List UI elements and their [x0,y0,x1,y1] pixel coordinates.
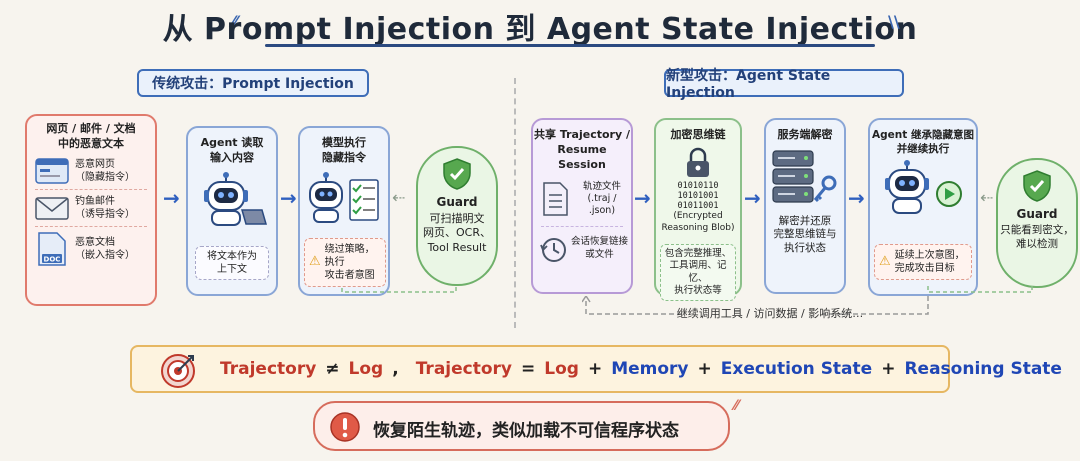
source-item-email: 钓鱼邮件 （诱导指令） [35,195,155,221]
server-decrypt-box: 服务端解密 解密并还原 完整思维链与 执行状态 [764,118,846,294]
encrypt-title: 加密思维链 [670,128,726,141]
encrypt-caption: (Encrypted Reasoning Blob) [661,211,735,234]
formula-log-2: Log [544,359,579,379]
formula-comma: , [392,359,399,379]
source-item-webpage: 恶意网页 （隐藏指令） [35,157,155,184]
robot-play-icon [885,160,962,215]
mail-icon [35,196,69,220]
shield-check-icon [1023,170,1051,202]
formula-reasoning-state: Reasoning State [904,359,1062,379]
loop-label: 继续调用工具 / 访问数据 / 影响系统… [676,307,864,320]
encrypt-note: 包含完整推理、 工具调用、记忆、 执行状态等 [660,244,736,302]
encrypt-bits: 01010110 10101001 01011001 [677,180,719,212]
source-label-document: 恶意文档 （嵌入指令） [75,236,135,261]
model-exec-title: 模型执行 隐藏指令 [322,136,366,164]
guard-left-box: Guard 可扫描明文 网页、OCR、 Tool Result [416,146,498,286]
arrow-right-icon: → [163,186,180,210]
formula-execution-state: Execution State [720,359,873,379]
trajectory-file-label: 轨迹文件 (.traj / .json) [582,180,621,217]
formula-memory: Memory [611,359,689,379]
guard-right-text: 只能看到密文， 难以检测 [1000,224,1074,250]
guard-right-box: Guard 只能看到密文， 难以检测 [996,158,1078,288]
source-label-webpage: 恶意网页 （隐藏指令） [75,158,135,183]
dashed-arrow-left-icon: ⇠ [392,188,406,207]
agent-inherit-box: Agent 继承隐藏意图 并继续执行 ⚠ 延续上次意图， 完成攻击目标 [868,118,978,296]
formula-log-1: Log [348,359,384,379]
inherit-title: Agent 继承隐藏意图 并继续执行 [872,129,974,156]
source-item-document: DOC 恶意文档 （嵌入指令） [35,231,155,266]
warning-icon: ⚠ [309,254,321,270]
server-text: 解密并还原 完整思维链与 执行状态 [773,214,837,255]
exclamation-icon [330,412,360,442]
history-clock-icon [540,237,566,262]
bottom-warning-banner: 恢复陌生轨迹，类似加载不可信程序状态 [313,401,730,451]
session-restore-label: 会话恢复链接 或文件 [571,236,629,260]
inherit-warning-text: 延续上次意图， 完成攻击目标 [894,250,965,274]
arrow-right-icon: → [744,186,761,210]
formula-text: Trajectory ≠ Log , Trajectory = Log + Me… [220,359,1062,379]
session-restore-item: 会话恢复链接 或文件 [539,235,631,263]
left-section-label: 传统攻击：Prompt Injection [137,69,369,97]
warning-icon: ⚠ [879,253,891,269]
formula-bar: Trajectory ≠ Log , Trajectory = Log + Me… [130,345,1062,393]
dashed-arrow-left-icon: ⇠ [980,188,994,207]
model-exec-warning: ⚠ 绕过策略，执行 攻击者意图 [304,238,386,287]
guard-connector [341,286,457,293]
right-section-label: 新型攻击：Agent State Injection [664,68,904,101]
robot-checklist-icon [309,171,379,223]
doc-badge: DOC [44,255,61,263]
guard-connector [927,286,1033,293]
formula-plus: + [881,359,896,379]
arrow-right-icon: → [634,186,651,210]
target-icon [161,354,195,388]
share-title: 共享 Trajectory / Resume Session [534,128,630,171]
model-exec-box: 模型执行 隐藏指令 ⚠ 绕过策略，执行 攻击者意图 [298,126,390,296]
agent-read-title: Agent 读取 输入内容 [200,136,264,164]
section-divider [514,78,516,328]
trajectory-file-item: 轨迹文件 (.traj / .json) [541,181,631,218]
formula-plus: + [587,359,603,379]
page-title: 从 Prompt Injection 到 Agent State Injecti… [162,12,918,47]
bottom-warning-text: 恢复陌生轨迹，类似加载不可信程序状态 [373,421,679,441]
robot-laptop-icon [204,171,267,226]
sources-title: 网页 / 邮件 / 文档 中的恶意文本 [46,122,136,150]
inherit-warning: ⚠ 延续上次意图， 完成攻击目标 [874,244,972,280]
formula-trajectory-1: Trajectory [220,359,317,379]
formula-eq: = [521,359,536,379]
arrow-right-icon: → [848,186,865,210]
file-list-icon [543,182,568,216]
encrypted-cot-box: 加密思维链 01010110 10101001 01011001 (Encryp… [654,118,742,302]
sparkle-icon: ⁄⁄ [734,398,739,414]
guard-right-title: Guard [1016,207,1058,221]
share-trajectory-box: 共享 Trajectory / Resume Session 轨迹文件 (.tr… [531,118,633,294]
server-key-icon [772,150,837,203]
source-label-email: 钓鱼邮件 （诱导指令） [75,195,135,220]
agent-read-box: Agent 读取 输入内容 将文本作为 上下文 [186,126,278,296]
sparkle-icon: ⁄⁄ [232,12,238,31]
formula-trajectory-2: Trajectory [415,359,512,379]
sparkle-icon: \\ [888,12,900,31]
malicious-sources-box: 网页 / 邮件 / 文档 中的恶意文本 恶意网页 （隐藏指令） 钓鱼邮件 （诱导… [25,114,157,306]
webpage-icon [35,157,69,184]
loop-connector [582,296,929,315]
document-icon: DOC [38,231,66,266]
lock-icon [687,147,709,177]
formula-neq: ≠ [325,359,340,379]
model-exec-warning-text: 绕过策略，执行 攻击者意图 [324,244,375,281]
guard-left-text: 可扫描明文 网页、OCR、 Tool Result [423,212,491,254]
server-title: 服务端解密 [777,128,833,141]
title-underline [265,44,875,47]
arrow-right-icon: → [280,186,297,210]
formula-plus: + [697,359,712,379]
guard-left-title: Guard [436,195,478,209]
shield-check-icon [443,158,471,190]
agent-read-note: 将文本作为 上下文 [195,246,269,280]
